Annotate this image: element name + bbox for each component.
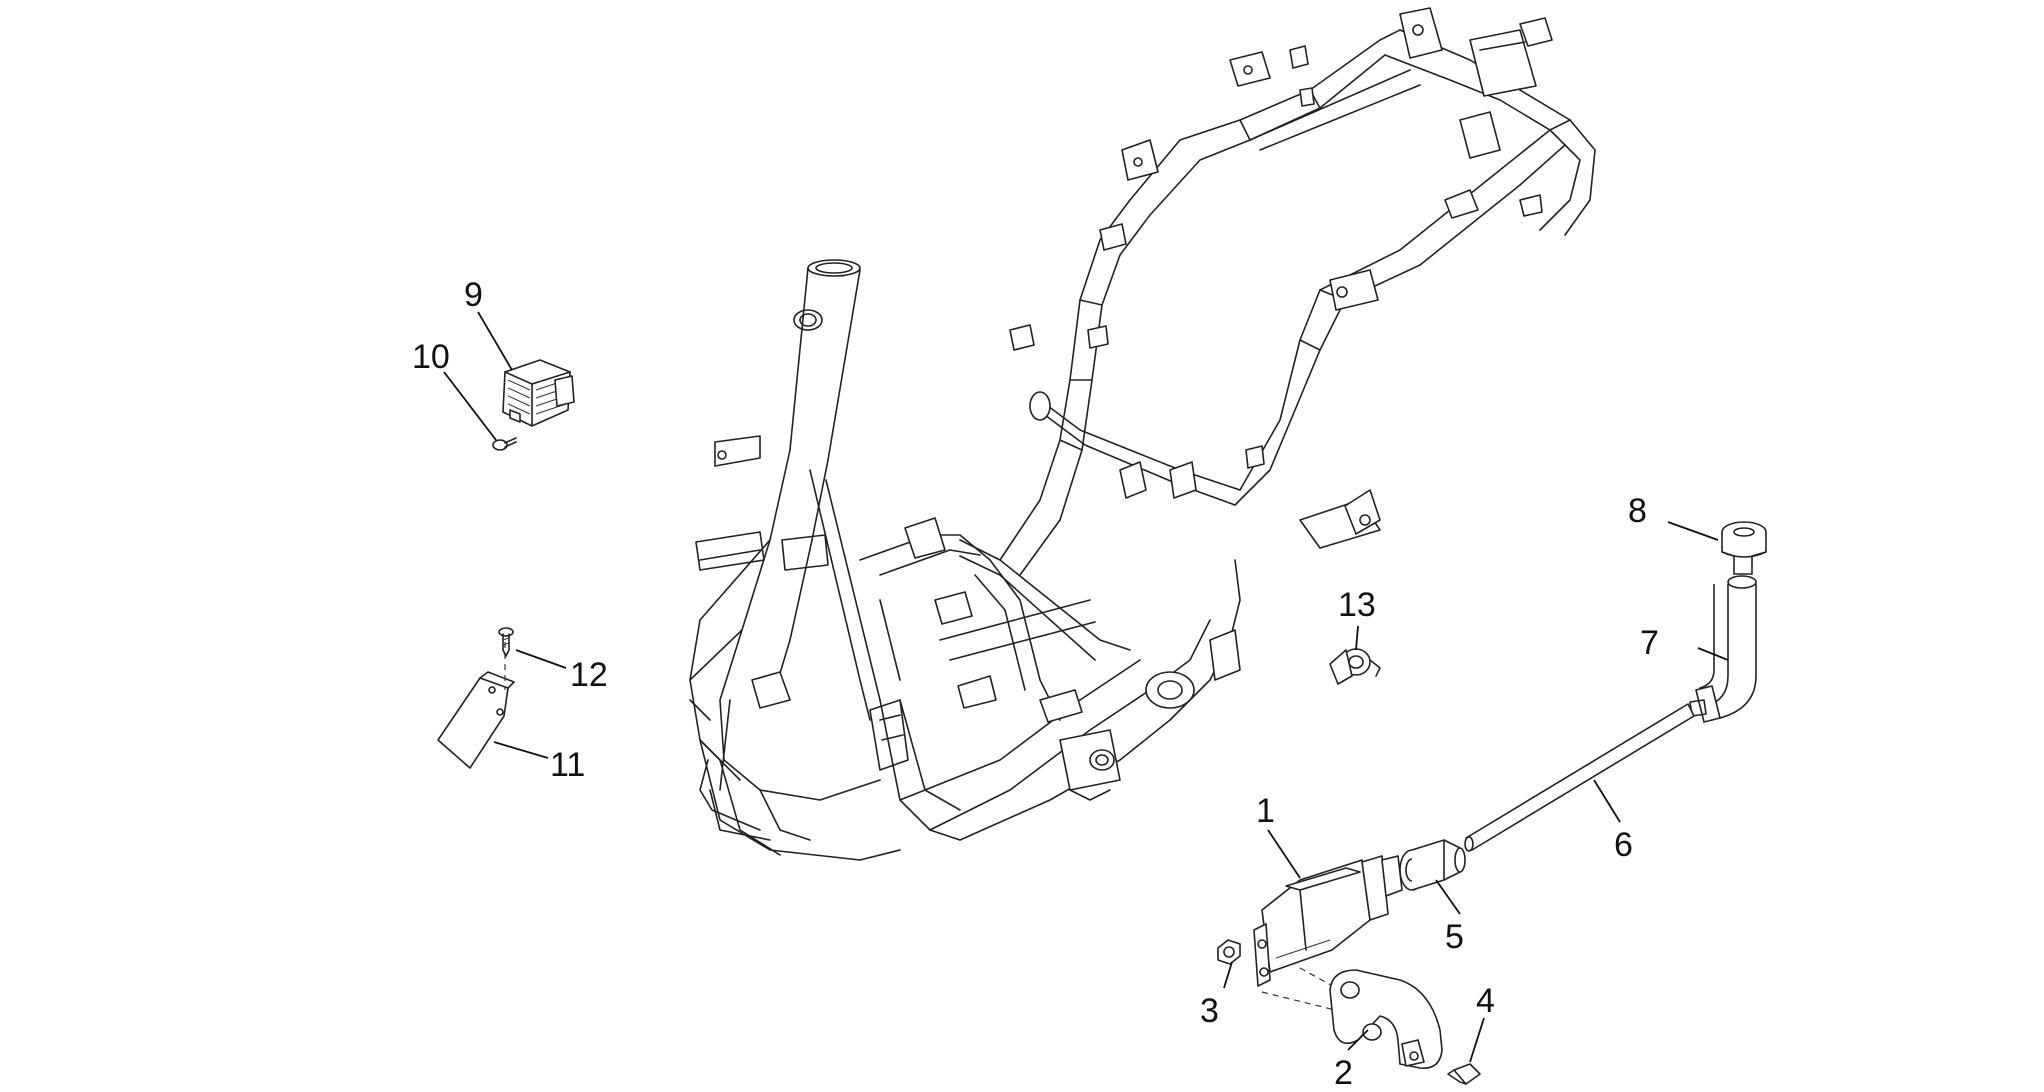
rubber-cap (1721, 521, 1767, 575)
ecu-mounting-bracket (1329, 969, 1443, 1069)
callout-10: 10 (412, 338, 450, 376)
tapping-screw (498, 627, 514, 657)
callout-13: 13 (1338, 586, 1376, 624)
callout-11: 11 (550, 746, 585, 784)
voltage-regulator (502, 359, 575, 427)
hose-clamp (1329, 648, 1381, 685)
callout-5: 5 (1445, 918, 1464, 956)
connector-boot (1399, 839, 1466, 891)
scooter-frame (689, 7, 1596, 861)
bolt (1447, 1063, 1481, 1085)
mounting-bracket-plate (437, 642, 515, 769)
callout-2: 2 (1334, 1054, 1353, 1092)
callout-12: 12 (570, 656, 608, 694)
callout-8: 8 (1628, 492, 1647, 530)
hex-nut (1217, 939, 1241, 965)
callout-6: 6 (1614, 826, 1633, 864)
control-unit (1253, 855, 1403, 1011)
regulator-screw (492, 437, 517, 451)
leader-lines (443, 311, 1729, 1063)
callout-3: 3 (1200, 992, 1219, 1030)
callout-labels: 1 2 3 4 5 6 7 8 9 10 11 12 13 (412, 276, 1659, 1092)
callout-4: 4 (1476, 982, 1495, 1020)
connecting-tube (1464, 703, 1695, 852)
callout-7: 7 (1640, 624, 1659, 662)
callout-9: 9 (464, 276, 483, 314)
callout-1: 1 (1256, 792, 1275, 830)
elbow-connector (1689, 575, 1757, 723)
